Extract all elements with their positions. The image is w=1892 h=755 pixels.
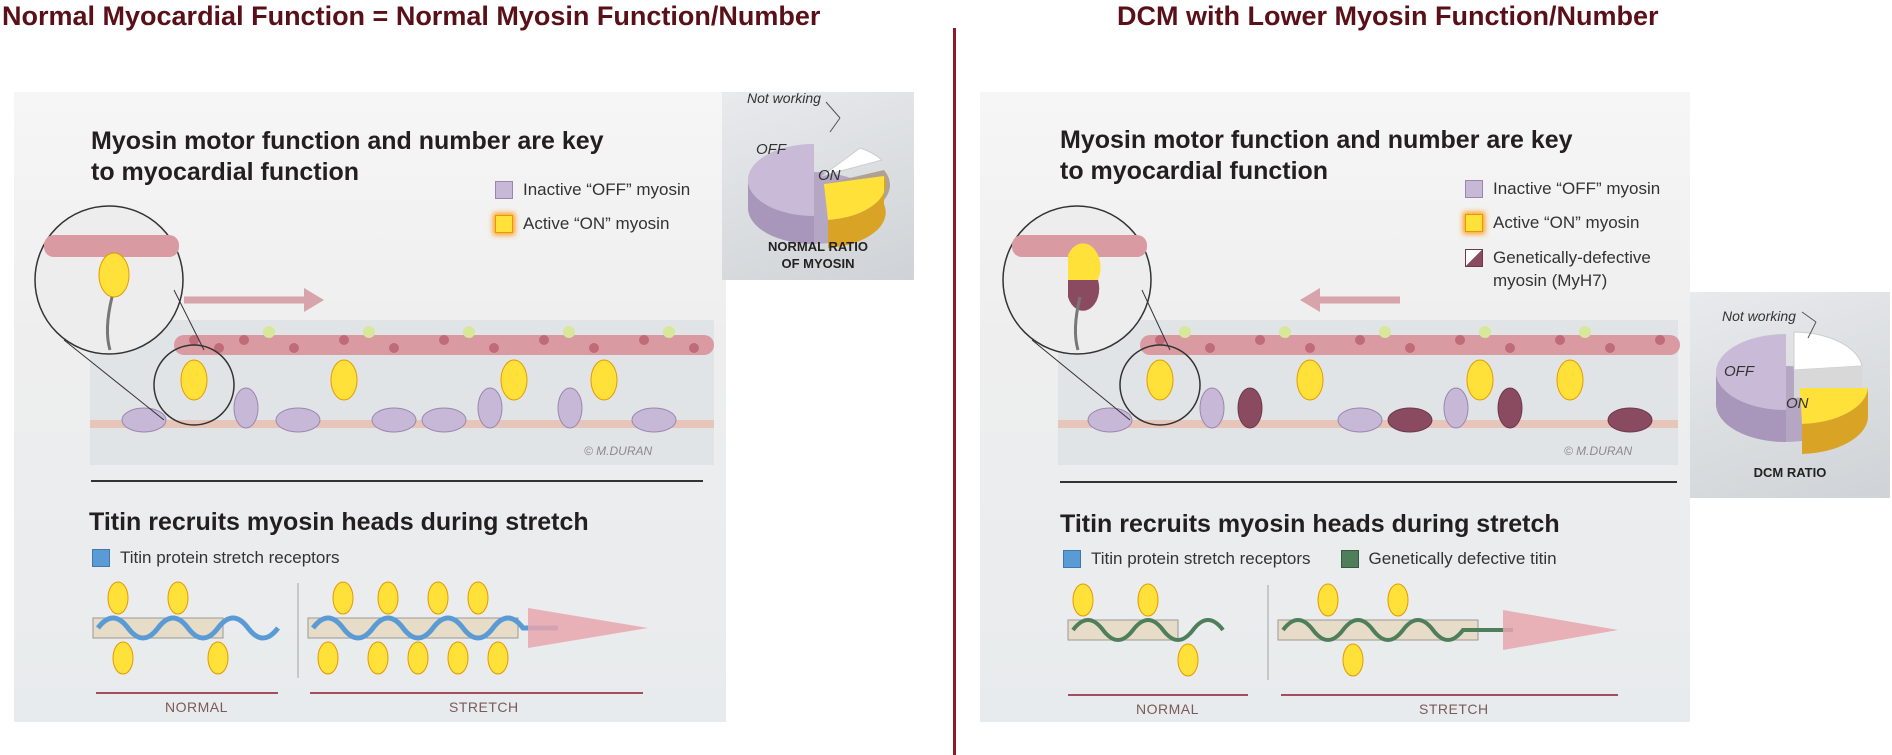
defective-titin-legend-label: Genetically defective titin [1368,549,1557,568]
left-stretch-label: STRETCH [449,699,519,715]
legend-defective-line1: Genetically-defective [1493,248,1651,267]
right-rule [1060,481,1677,483]
left-title-line1: Myosin motor function and number are key [91,127,604,155]
titin-legend-label: Titin protein stretch receptors [120,548,340,567]
right-actin-filament [1140,326,1680,355]
right-credit: © M.DURAN [1564,444,1633,458]
off-myosin-swatch [495,181,513,199]
right-titin-legend: Titin protein stretch receptors Genetica… [1063,549,1557,569]
left-credit: © M.DURAN [584,444,653,458]
left-pie-caption-line2: OF MYOSIN [781,256,855,271]
right-title-line1: Myosin motor function and number are key [1060,126,1573,154]
left-pie-caption: NORMAL RATIO OF MYOSIN [722,238,914,272]
left-pie-caption-line1: NORMAL RATIO [768,239,868,254]
right-legend-off: Inactive “OFF” myosin [1465,179,1660,199]
right-sarcomere-illustration [1002,205,1680,465]
left-pie-on-label: ON [818,167,841,184]
right-pie-chart [1716,311,1868,454]
right-titin-illustration [1067,583,1618,696]
right-myosin-heads [1087,359,1653,433]
defective-titin-swatch [1340,550,1359,568]
left-legend-off: Inactive “OFF” myosin [495,180,690,200]
left-normal-label: NORMAL [165,699,228,715]
right-normal-label: NORMAL [1136,701,1199,717]
left-actin-filament [174,326,714,355]
right-legend-on: Active “ON” myosin [1465,213,1639,233]
right-pie-not-working: Not working [1722,308,1796,324]
left-zoom-small-circle [153,344,235,426]
left-sarcomere-illustration [34,205,714,465]
on-myosin-swatch [495,215,513,233]
left-titin-legend: Titin protein stretch receptors [92,548,340,568]
on-myosin-swatch [1465,214,1483,232]
left-title-line2: to myocardial function [91,158,360,186]
left-pie-box [722,92,914,280]
left-rule [91,480,703,482]
right-heading: DCM with Lower Myosin Function/Number [1117,1,1659,31]
legend-on-label: Active “ON” myosin [523,214,670,233]
titin-legend-label: Titin protein stretch receptors [1091,549,1311,568]
titin-swatch [92,549,110,567]
left-pie-chart [748,101,890,248]
left-subtitle: Titin recruits myosin heads during stret… [89,508,589,536]
right-title-line2: to myocardial function [1060,157,1329,185]
right-zoom-small-circle [1119,344,1201,426]
left-heading: Normal Myocardial Function = Normal Myos… [2,1,821,31]
legend-off-label: Inactive “OFF” myosin [1493,179,1661,198]
right-pie-on-label: ON [1786,395,1809,412]
center-divider [953,28,956,755]
right-legend-defective: Genetically-defective myosin (MyH7) [1465,248,1651,291]
left-pie-not-working: Not working [747,90,821,106]
legend-on-label: Active “ON” myosin [1493,213,1640,232]
right-stretch-label: STRETCH [1419,701,1489,717]
right-pie-off-label: OFF [1724,363,1754,380]
right-pie-box [1690,292,1890,498]
right-pie-caption: DCM RATIO [1753,465,1827,480]
left-titin-illustration [92,581,648,694]
legend-defective-line2: myosin (MyH7) [1493,271,1608,290]
titin-swatch [1063,550,1081,568]
legend-off-label: Inactive “OFF” myosin [523,180,691,199]
off-myosin-swatch [1465,180,1483,198]
left-myosin-heads [121,359,677,433]
right-subtitle: Titin recruits myosin heads during stret… [1060,510,1560,538]
left-pie-off-label: OFF [756,141,786,158]
left-legend-on: Active “ON” myosin [495,214,669,234]
defective-myosin-swatch [1465,249,1483,267]
